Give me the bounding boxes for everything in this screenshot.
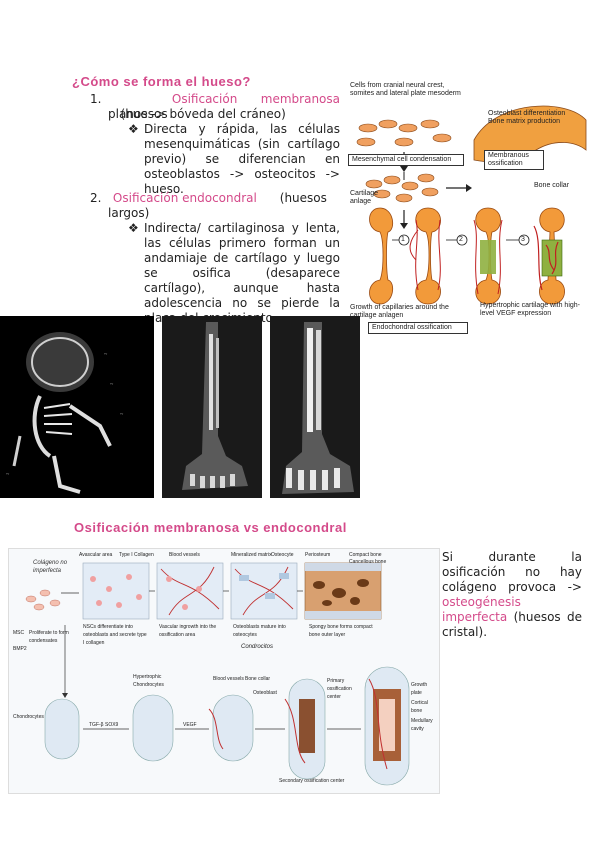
label-chondrocytes: Chondrocytes <box>13 714 44 720</box>
label-mesenchymal-condensation: Mesenchymal cell condensation <box>348 154 464 166</box>
comparison-diagram-svg <box>25 562 410 786</box>
bullet-diamond-icon: ❖ <box>128 122 139 136</box>
label-capillary-growth: Growth of capillaries around the cartila… <box>350 304 449 319</box>
label-vascular-ingrowth: Vascular ingrowth into the ossification … <box>159 624 217 638</box>
label-cancellous-bone: Cancellous bone <box>349 559 387 565</box>
handwritten-note-chondrocytes: Condrocitos <box>241 644 274 650</box>
svg-text:~: ~ <box>6 472 10 478</box>
membranous-description: Directa y rápida, las células mesenquimá… <box>144 122 340 196</box>
side-note-osteogenesis: Si durante la osificación no hay colágen… <box>442 550 582 640</box>
item-rest: (huesos <box>279 191 327 205</box>
handwritten-note-collagen: Colágeno no imperfecta <box>33 560 68 574</box>
item-rest: (huesos <box>120 107 168 121</box>
svg-text:~: ~ <box>110 382 114 388</box>
label-sox9: SOX9 <box>105 722 119 728</box>
label-osteocyte-mature: Osteoblasts mature into osteocytes <box>233 624 286 638</box>
label-blood-vessels-2: Blood vessels <box>213 676 244 682</box>
item2-line2: largos) <box>108 206 150 220</box>
side-note-text: Si durante la osificación no hay colágen… <box>442 550 582 594</box>
label-osteoblast: Osteoblast <box>253 690 277 696</box>
label-cell-origin: Cells from cranial neural crest, somites… <box>350 82 461 97</box>
label-nsc-differentiate: NSCs differentiate into osteoblasts and … <box>83 624 147 646</box>
fetus-skeleton-image: ~ ~ ~ ~ <box>0 316 154 498</box>
item-number: 2. <box>90 191 102 205</box>
label-membranous-ossification: Membranous ossification <box>484 150 544 170</box>
label-hypertrophic-cartilage: Hypertrophic cartilage with high-level V… <box>480 302 580 317</box>
label-osteoblast-differentiation: Osteoblast differentiation Bone matrix p… <box>488 110 566 125</box>
ossification-comparison-diagram: Avascular area Type I Collagen Blood ves… <box>8 548 440 794</box>
label-cortical: Cortical bone <box>411 700 428 714</box>
item-number: 1. <box>90 92 102 106</box>
step-3: 3 <box>521 236 525 243</box>
svg-text:~: ~ <box>120 412 124 418</box>
label-avascular: Avascular area <box>79 552 113 558</box>
term-osteogenesis-imperfecta: osteogénesis imperfecta <box>442 595 521 624</box>
label-bone-collar-2: Bone collar <box>245 676 271 682</box>
xray-leg-image <box>162 316 262 498</box>
section-title-comparison: Osificación membranosa vs endocondral <box>74 520 347 535</box>
list-item-membranous: 1. Osificación membranosa (huesos <box>90 92 340 122</box>
label-bmp2: BMP2 <box>13 646 27 652</box>
label-cartilage-anlage: Cartilage anlage <box>350 190 379 205</box>
label-endochondral-ossification: Endochondral ossification <box>368 322 468 334</box>
label-primary-center: Primary ossification center <box>327 678 352 700</box>
label-tgf: TGF-β <box>89 722 104 728</box>
side-note-text-end: (huesos de cristal). <box>442 610 582 639</box>
label-compact-formation: Spongy bone forms compact bone outer lay… <box>309 624 373 638</box>
step-1: 1 <box>401 236 405 243</box>
label-vegf: VEGF <box>183 722 197 728</box>
label-secondary-center: Secondary ossification center <box>279 778 345 784</box>
label-msc: MSC <box>13 630 25 636</box>
list-item-endochondral: 2. Osificación endocondral (huesos <box>90 191 340 206</box>
section-title-bone-formation: ¿Cómo se forma el hueso? <box>72 74 251 89</box>
label-bone-collar: Bone collar <box>534 182 570 189</box>
label-growth-plate: Growth plate <box>411 682 428 696</box>
label-proliferate: Proliferate to form condensates <box>29 630 69 644</box>
term-membranous: Osificación membranosa <box>171 92 341 106</box>
label-hypertrophic: Hypertrophic Chondrocytes <box>133 674 164 688</box>
label-mineralized-matrix: Mineralized matrix <box>231 552 272 558</box>
label-compact-bone: Compact bone <box>349 552 382 558</box>
step-2: 2 <box>459 236 463 243</box>
endochondral-description: Indirecta/ cartilaginosa y lenta, las cé… <box>144 221 340 325</box>
label-periosteum: Periosteum <box>305 552 331 558</box>
label-osteocyte: Osteocyte <box>271 552 294 558</box>
bullet-diamond-icon: ❖ <box>128 221 139 235</box>
ossification-diagram-svg <box>356 105 587 305</box>
ossification-diagram: Cells from cranial neural crest, somites… <box>346 80 591 336</box>
item1-line2: planos -> bóveda del cráneo) <box>108 107 286 121</box>
label-type1-collagen: Type I Collagen <box>119 552 154 558</box>
svg-text:~: ~ <box>104 352 108 358</box>
xray-leg-ossified-image <box>270 316 360 498</box>
term-endochondral: Osificación endocondral <box>112 191 257 205</box>
label-blood-vessels: Blood vessels <box>169 552 200 558</box>
label-marrow: Medullary cavity <box>411 718 433 732</box>
